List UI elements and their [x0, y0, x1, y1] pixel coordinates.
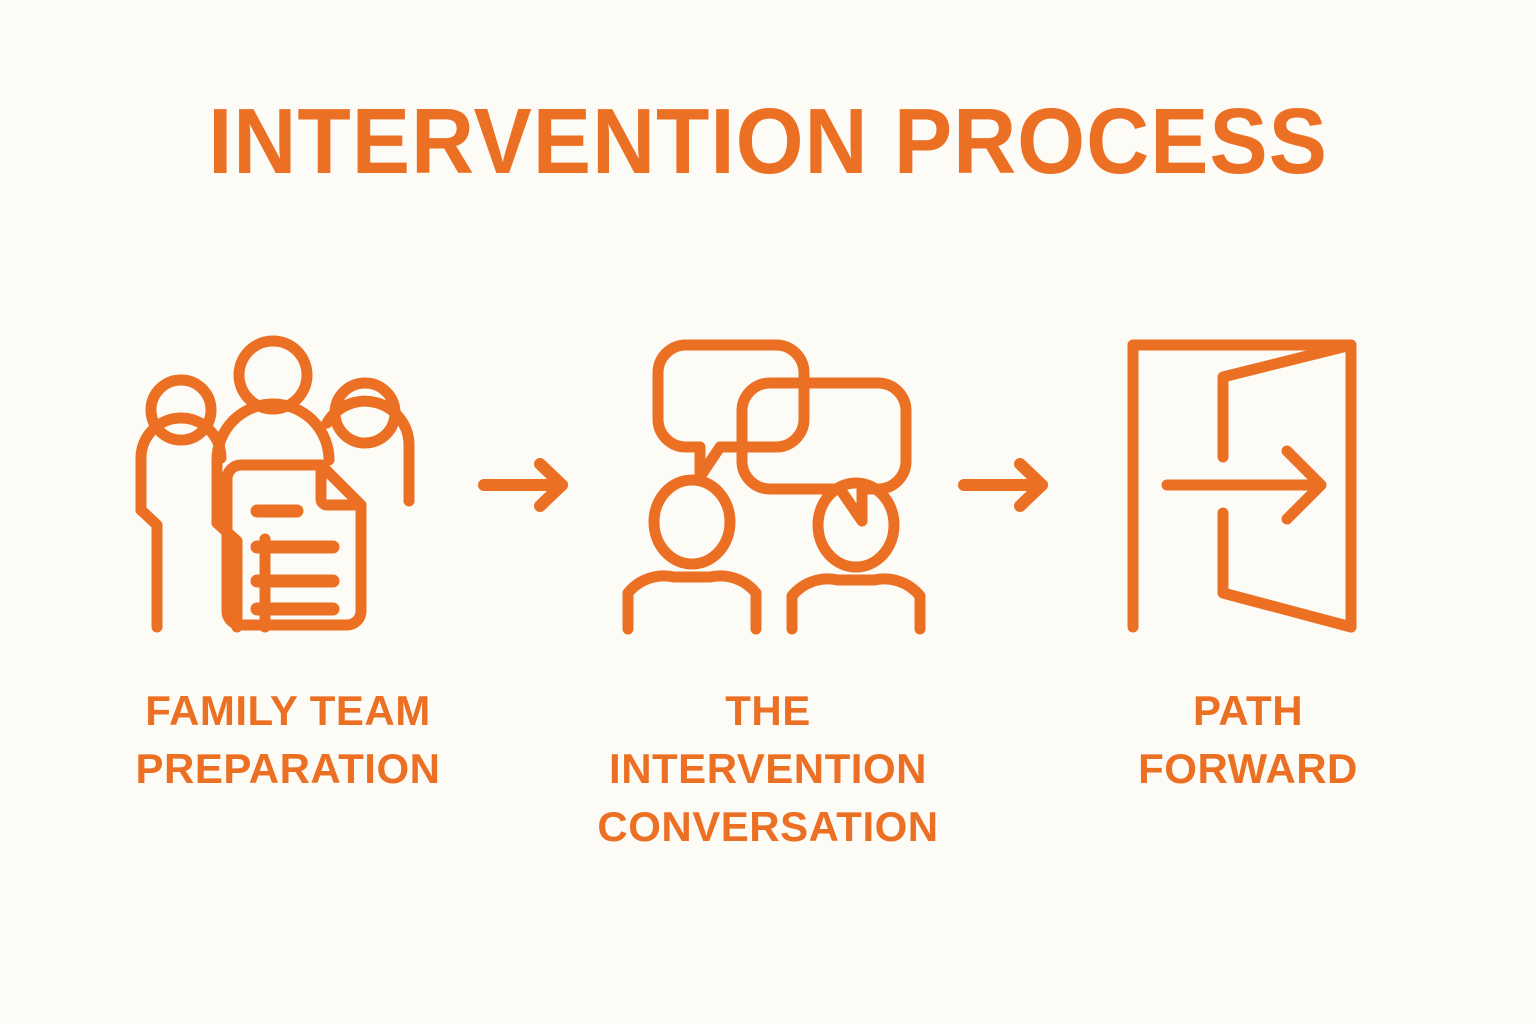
flow-arrow-2-cell — [948, 330, 1068, 640]
step-1-icon-wrapper — [133, 330, 443, 640]
right-arrow-icon — [478, 458, 568, 512]
step-1-label: FAMILY TEAM PREPARATION — [135, 687, 441, 792]
step-3-label: PATH FORWARD — [1138, 687, 1358, 792]
process-step-path-forward: PATH FORWARD — [1068, 330, 1428, 798]
step-3-icon-wrapper — [1123, 330, 1373, 640]
family-team-group-document-icon — [135, 335, 415, 633]
right-arrow-icon — [958, 458, 1048, 512]
flow-arrow-1-cell — [468, 330, 588, 640]
step-2-icon-wrapper — [588, 330, 948, 640]
step-2-label: THE INTERVENTION CONVERSATION — [597, 687, 939, 850]
two-people-speech-bubbles-icon — [622, 339, 926, 635]
process-step-family-team-preparation: FAMILY TEAM PREPARATION — [108, 330, 468, 798]
process-steps-row: FAMILY TEAM PREPARATION — [0, 330, 1536, 850]
page-title: INTERVENTION PROCESS — [208, 89, 1328, 193]
open-door-exit-arrow-icon — [1127, 339, 1357, 633]
process-step-intervention-conversation: THE INTERVENTION CONVERSATION — [588, 330, 948, 856]
